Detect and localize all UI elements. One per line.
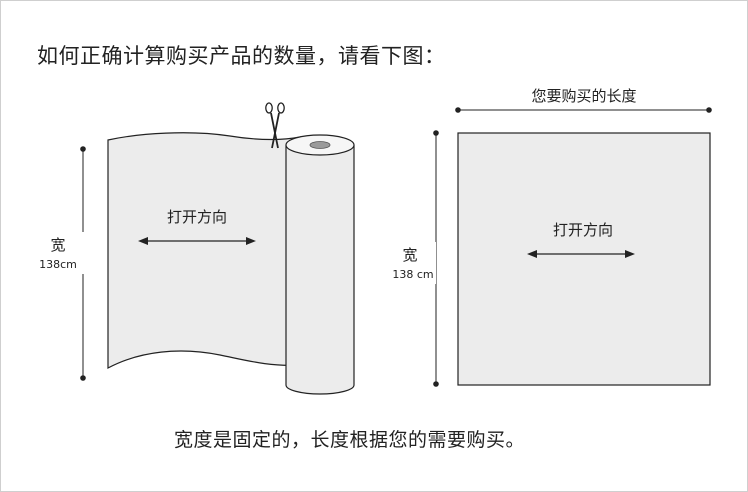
left-width-dimension [44, 146, 86, 381]
left-width-label: 宽 [50, 236, 65, 254]
right-width-dimension [392, 130, 439, 387]
footer-note: 宽度是固定的，长度根据您的需要购买。 [174, 429, 526, 451]
right-open-direction-label: 打开方向 [553, 221, 613, 239]
left-width-value: 138cm [39, 258, 77, 271]
scissors-icon [265, 102, 285, 149]
left-direction-arrow [138, 237, 256, 245]
left-open-direction-label: 打开方向 [167, 208, 227, 226]
right-width-label: 宽 [402, 246, 417, 264]
fabric-roll-illustration [107, 132, 355, 395]
right-width-value: 138 cm [392, 268, 433, 281]
flat-sheet [457, 132, 711, 386]
right-direction-arrow [527, 250, 635, 258]
unrolled-sheet [107, 132, 301, 369]
page-heading: 如何正确计算购买产品的数量，请看下图： [37, 44, 446, 68]
roll-body [285, 145, 355, 395]
length-dimension [455, 107, 712, 113]
roll-core-hole [309, 141, 331, 149]
length-label: 您要购买的长度 [531, 87, 636, 105]
